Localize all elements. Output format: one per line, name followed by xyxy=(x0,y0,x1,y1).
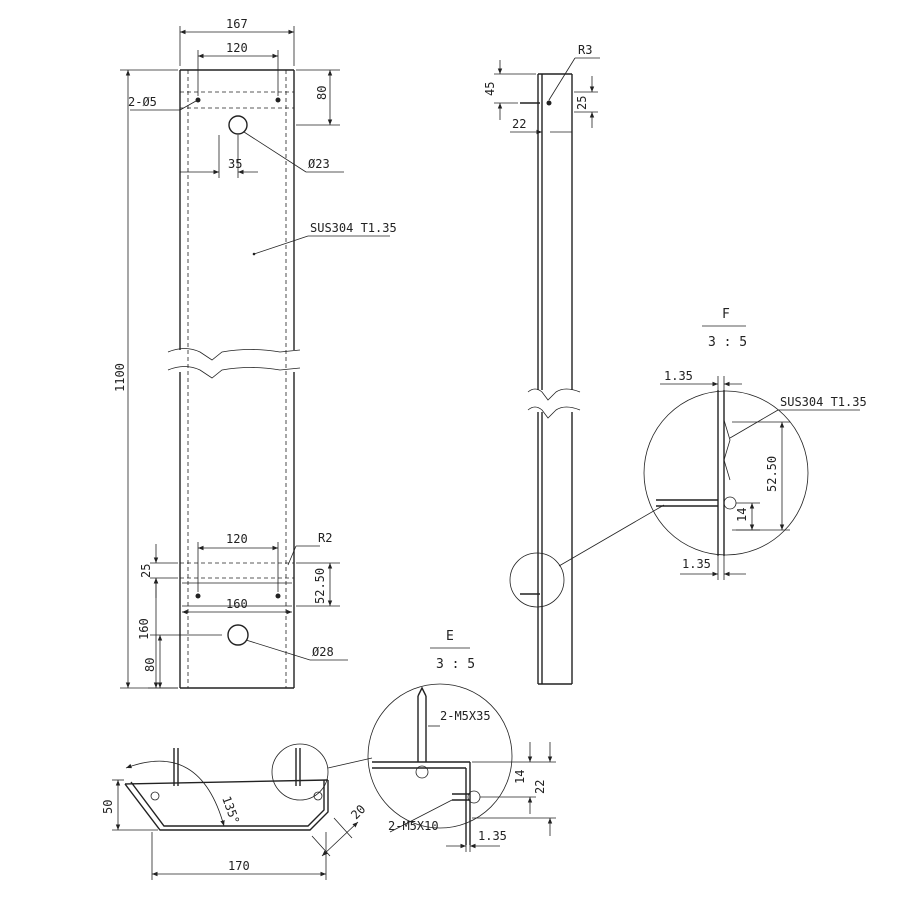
detail-e-thickness: 1.35 xyxy=(478,829,507,843)
bottom-80-dim: 80 xyxy=(143,658,157,672)
center-hole-offset-dim: 35 xyxy=(228,157,242,171)
detail-e-circle xyxy=(271,743,329,801)
detail-f-circle xyxy=(509,552,565,608)
bottom-hole-dia-label: Ø28 xyxy=(312,645,334,659)
bottom-52-50-dim: 52.50 xyxy=(313,568,327,604)
bottom-160-height-dim: 160 xyxy=(137,618,151,640)
bottom-hole-pitch-dim: 120 xyxy=(226,532,248,546)
detail-e-view-circle xyxy=(367,683,513,829)
detail-f-thickness-bottom: 1.35 xyxy=(682,557,711,571)
detail-e-scale: 3 : 5 xyxy=(436,657,475,672)
detail-e-label: E xyxy=(446,629,454,644)
front-material-label: SUS304 T1.35 xyxy=(310,221,397,235)
top-hole-pitch-dim: 120 xyxy=(226,41,248,55)
detail-f-scale: 3 : 5 xyxy=(708,335,747,350)
side-45-dim: 45 xyxy=(483,82,497,96)
bottom-flange xyxy=(180,562,294,646)
detail-e-screw-long: 2-M5X35 xyxy=(440,709,491,723)
side-panel-outline xyxy=(520,73,581,685)
side-radius-label: R3 xyxy=(578,43,592,57)
section-view: 50 135° 20 170 xyxy=(101,743,373,880)
bottom-radius-label: R2 xyxy=(318,531,332,545)
top-flange xyxy=(180,91,294,135)
top-hole-height-dim: 80 xyxy=(315,86,329,100)
detail-e: E 3 : 5 2-M5X35 2-M5X10 14 22 xyxy=(367,629,556,852)
side-view: R3 45 25 22 xyxy=(483,43,665,685)
detail-f-material: SUS304 T1.35 xyxy=(780,395,867,409)
detail-f-14: 14 xyxy=(735,508,749,522)
front-panel-outline xyxy=(167,69,301,689)
bottom-160-width-dim: 160 xyxy=(226,597,248,611)
bottom-flange-25-dim: 25 xyxy=(139,564,153,578)
detail-f-view-circle xyxy=(643,390,809,556)
side-22-dim: 22 xyxy=(512,117,526,131)
top-hole-dia-label: Ø23 xyxy=(308,157,330,171)
total-height-dim: 1100 xyxy=(113,363,127,392)
detail-f-label: F xyxy=(722,307,730,322)
section-width-dim: 170 xyxy=(228,859,250,873)
detail-f: F 3 : 5 1.35 SUS304 T1.35 52.50 14 xyxy=(643,307,867,580)
detail-e-screw-short: 2-M5X10 xyxy=(388,819,439,833)
detail-f-thickness-top: 1.35 xyxy=(664,369,693,383)
front-view: 167 120 2-Ø5 80 35 Ø23 SUS304 T1.35 xyxy=(113,17,397,689)
front-width-dim: 167 xyxy=(226,17,248,31)
section-chamfer-dim: 20 xyxy=(348,802,368,822)
detail-f-52-50: 52.50 xyxy=(765,456,779,492)
detail-e-14: 14 xyxy=(513,770,527,784)
detail-e-22: 22 xyxy=(533,780,547,794)
side-25-dim: 25 xyxy=(575,96,589,110)
top-holes-label: 2-Ø5 xyxy=(128,95,157,109)
section-height-dim: 50 xyxy=(101,800,115,814)
